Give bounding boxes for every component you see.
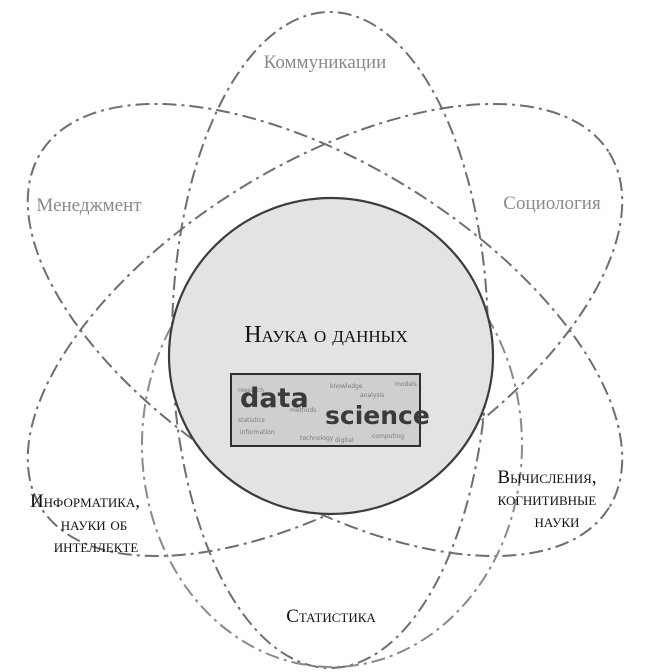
ellipse-management-computing [26, 102, 624, 558]
ellipse-sociology-informatics [26, 102, 624, 558]
label-computing-line1: Вычисления, [497, 467, 596, 488]
center-title: Наука о данных [244, 322, 408, 348]
logo-small-word: analysis [360, 392, 384, 399]
label-computing-line2: когнитивные [498, 489, 597, 510]
logo-small-word: computing [372, 433, 404, 440]
label-sociology: Социология [503, 193, 601, 214]
label-informatics-line2: науки об [61, 514, 128, 535]
label-informatics-line1: Информатика, [30, 491, 140, 512]
logo-small-word: statistics [238, 417, 265, 424]
logo-small-word: knowledge [330, 383, 363, 390]
label-informatics-line3: интеллекте [54, 536, 139, 557]
logo-small-word: research [238, 387, 264, 394]
label-communications: Коммуникации [264, 52, 387, 73]
logo-word-data: data [240, 383, 309, 414]
logo-small-word: technology [300, 435, 334, 442]
logo-small-word: digital [335, 437, 354, 444]
ellipse-statistics [141, 222, 523, 668]
logo-small-word: methods [290, 407, 316, 414]
logo-small-word: models [395, 381, 417, 388]
label-management: Менеджмент [36, 195, 142, 216]
label-computing-line3: науки [535, 511, 580, 532]
data-science-logo: research knowledge analysis statistics i… [230, 373, 430, 447]
logo-small-word: information [240, 429, 275, 436]
logo-frame [230, 373, 421, 447]
label-statistics: Статистика [286, 606, 376, 627]
logo-word-science: science [325, 401, 430, 430]
center-circle [167, 196, 495, 516]
